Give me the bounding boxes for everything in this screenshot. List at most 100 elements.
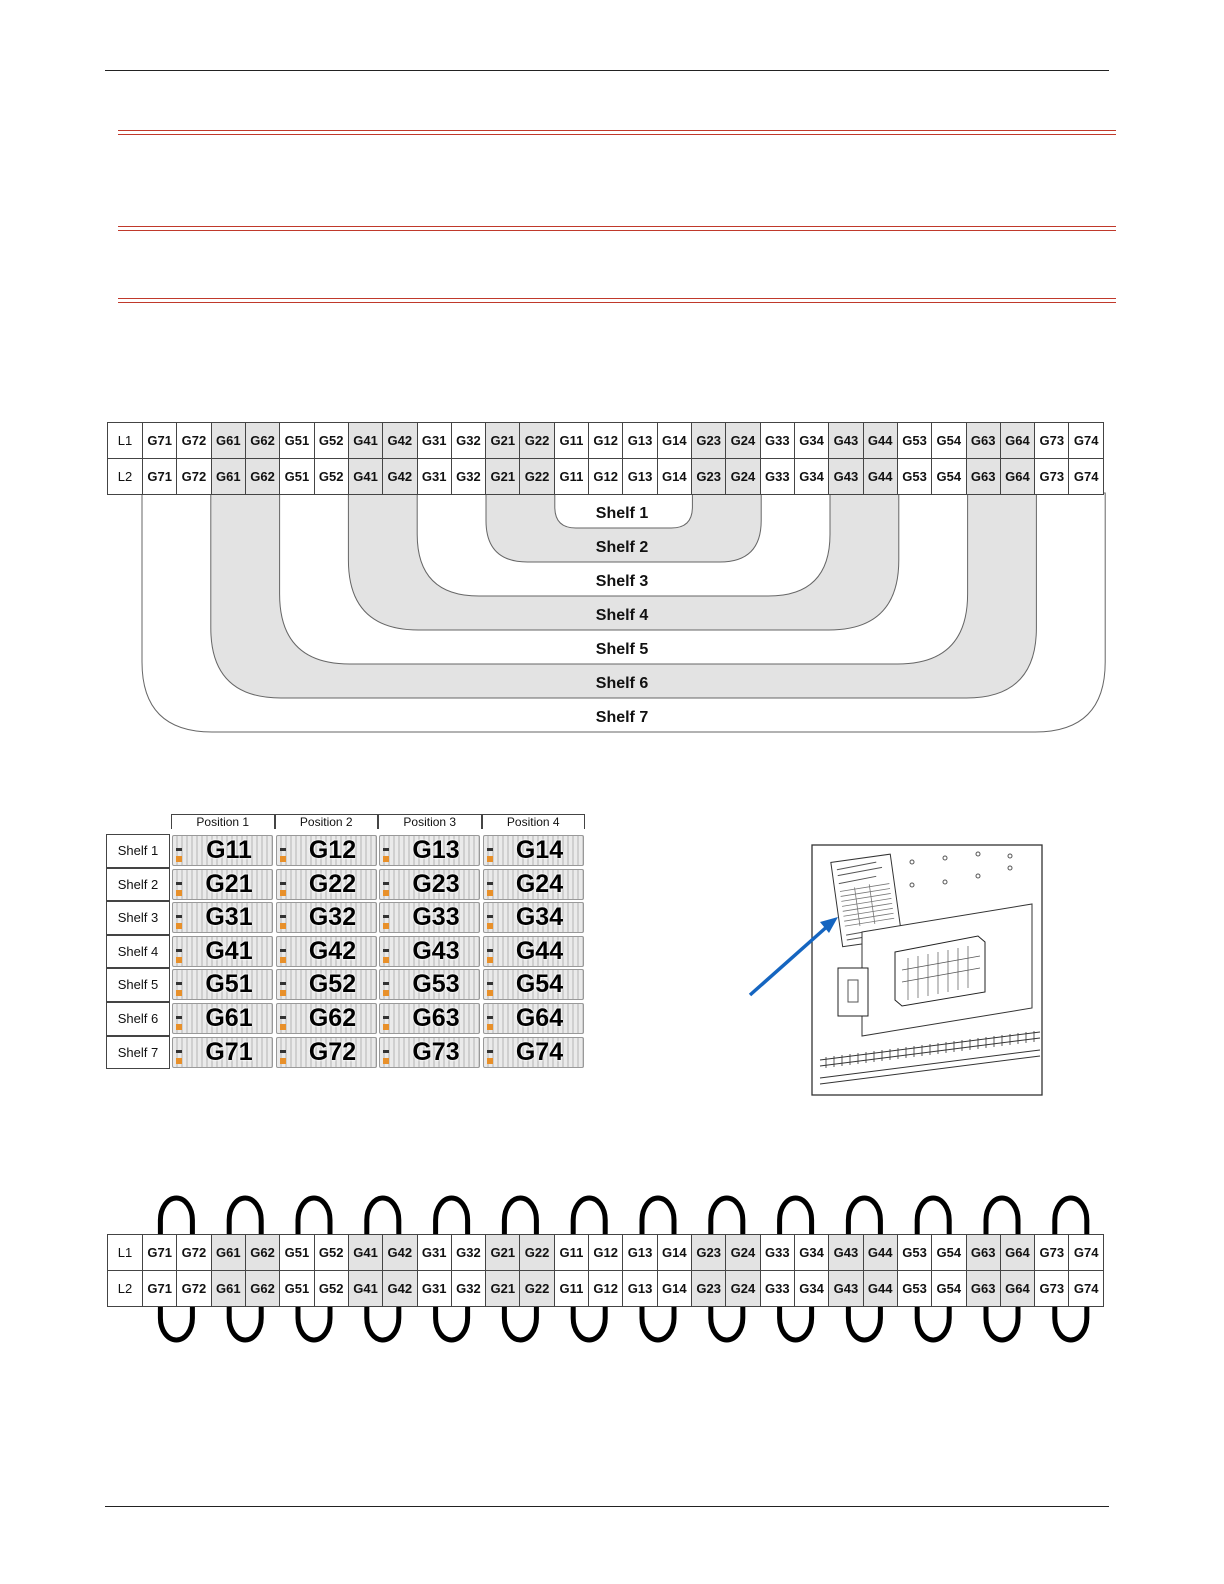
status-led-icon: [176, 890, 182, 896]
breaker-cell: G12: [589, 423, 623, 459]
jumper-loop-bottom: [160, 1306, 192, 1340]
status-led-icon: [280, 890, 286, 896]
breaker-cell: G14: [657, 423, 691, 459]
handle-icon: [383, 1016, 389, 1019]
breaker-cell: G34: [794, 1271, 828, 1307]
breaker-cell: G61: [211, 423, 245, 459]
jumper-loop-top: [642, 1198, 674, 1236]
status-led-icon: [383, 1024, 389, 1030]
strip-row-label: L2: [108, 459, 143, 495]
module-id: G62: [289, 1004, 377, 1033]
footer-rule: [105, 1506, 1109, 1507]
module-id: G64: [496, 1004, 584, 1033]
rectifier-module: G74: [483, 1037, 584, 1068]
breaker-cell: G52: [314, 1235, 348, 1271]
breaker-cell: G34: [794, 1235, 828, 1271]
rectifier-module: G71: [172, 1037, 273, 1068]
shelf-band-label: Shelf 5: [596, 641, 649, 658]
strip-row-label: L2: [108, 1271, 143, 1307]
handle-icon: [383, 848, 389, 851]
handle-icon: [280, 982, 286, 985]
jumper-loop-bottom: [573, 1306, 605, 1340]
jumper-loop-bottom: [298, 1306, 330, 1340]
breaker-cell: G11: [554, 423, 588, 459]
handle-icon: [487, 848, 493, 851]
jumper-loop-top: [504, 1198, 536, 1236]
shelf-label: Shelf 3: [106, 901, 170, 935]
shelf-band-label: Shelf 3: [596, 573, 649, 590]
breaker-cell: G41: [348, 459, 382, 495]
breaker-cell: G12: [589, 1271, 623, 1307]
module-id: G61: [185, 1004, 273, 1033]
module-id: G53: [392, 970, 480, 999]
status-led-icon: [487, 856, 493, 862]
module-id: G33: [392, 903, 480, 932]
rectifier-module: G42: [276, 936, 377, 967]
status-led-icon: [280, 957, 286, 963]
position-header: Position 2: [275, 814, 379, 829]
handle-icon: [383, 949, 389, 952]
jumper-loop-top: [229, 1198, 261, 1236]
breaker-cell: G13: [623, 1235, 657, 1271]
breaker-cell: G51: [280, 1271, 314, 1307]
breaker-cell: G12: [589, 1235, 623, 1271]
handle-icon: [487, 1016, 493, 1019]
shelf-label: Shelf 7: [106, 1036, 170, 1070]
handle-icon: [383, 882, 389, 885]
module-id: G32: [289, 903, 377, 932]
breaker-cell: G32: [451, 1235, 485, 1271]
breaker-cell: G11: [554, 459, 588, 495]
breaker-cell: G32: [451, 459, 485, 495]
status-led-icon: [176, 990, 182, 996]
breaker-cell: G43: [829, 423, 863, 459]
breaker-cell: G11: [554, 1235, 588, 1271]
breaker-cell: G32: [451, 423, 485, 459]
breaker-cell: G73: [1035, 1271, 1069, 1307]
jumper-loop-top: [780, 1198, 812, 1236]
position-row: Shelf 7G71 G72 G73 G74: [106, 1036, 590, 1070]
rectifier-module: G61: [172, 1003, 273, 1034]
breaker-cell: G64: [1000, 1271, 1034, 1307]
handle-icon: [176, 949, 182, 952]
status-led-icon: [383, 1058, 389, 1064]
breaker-cell: G63: [966, 1271, 1000, 1307]
position-header: Position 4: [482, 814, 586, 829]
handle-icon: [280, 1016, 286, 1019]
breaker-cell: G61: [211, 1271, 245, 1307]
position-header: Position 1: [171, 814, 275, 829]
breaker-cell: G52: [314, 1271, 348, 1307]
breaker-cell: G24: [726, 1235, 760, 1271]
breaker-cell: G53: [897, 1271, 931, 1307]
breaker-cell: G33: [760, 1271, 794, 1307]
breaker-cell: G43: [829, 1271, 863, 1307]
jumper-loop-bottom: [986, 1306, 1018, 1340]
module-id: G73: [392, 1038, 480, 1067]
module-id: G31: [185, 903, 273, 932]
breaker-cell: G24: [726, 1271, 760, 1307]
jumper-loop-top: [986, 1198, 1018, 1236]
breaker-cell: G13: [623, 423, 657, 459]
jumper-loop-top: [848, 1198, 880, 1236]
module-position-chart: Position 1Position 2Position 3Position 4…: [106, 814, 590, 1076]
handle-icon: [487, 882, 493, 885]
breaker-cell: G61: [211, 1235, 245, 1271]
module-id: G72: [289, 1038, 377, 1067]
breaker-cell: G13: [623, 459, 657, 495]
status-led-icon: [383, 957, 389, 963]
breaker-cell: G44: [863, 1235, 897, 1271]
breaker-cell: G72: [177, 1235, 211, 1271]
breaker-cell: G74: [1069, 423, 1104, 459]
status-led-icon: [383, 890, 389, 896]
module-id: G23: [392, 870, 480, 899]
breaker-cell: G54: [932, 423, 966, 459]
position-header: Position 3: [378, 814, 482, 829]
status-led-icon: [176, 1024, 182, 1030]
module-id: G74: [496, 1038, 584, 1067]
breaker-cell: G21: [486, 1271, 520, 1307]
status-led-icon: [176, 856, 182, 862]
